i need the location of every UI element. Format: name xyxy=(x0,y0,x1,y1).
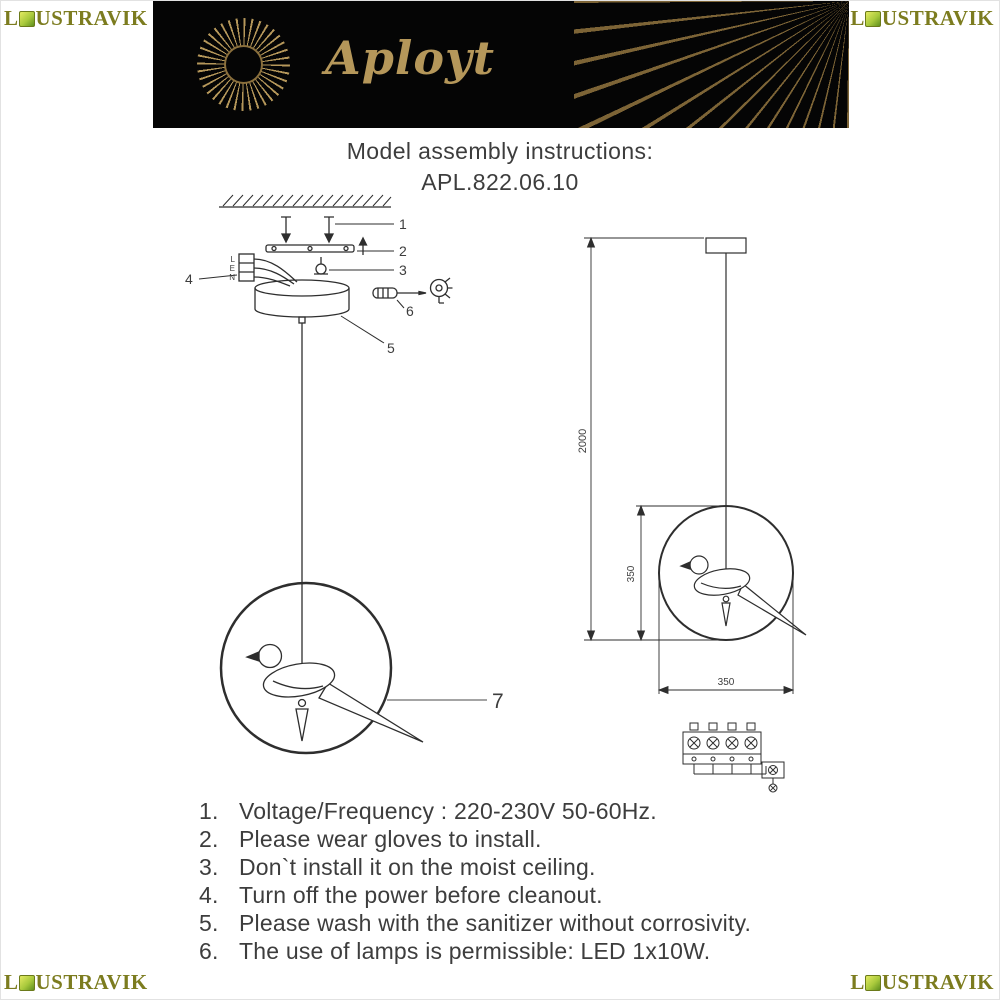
leaf-logo-icon xyxy=(864,974,881,991)
brand-name: Aployt xyxy=(325,31,495,85)
watermark-text: L xyxy=(4,6,19,30)
instruction-item: 5. Please wash with the sanitizer withou… xyxy=(199,909,899,937)
instruction-number: 6. xyxy=(199,938,219,964)
instruction-text: Turn off the power before cleanout. xyxy=(239,882,603,908)
leaf-logo-icon xyxy=(18,974,35,991)
part-number-7: 7 xyxy=(492,690,504,713)
part-number-5: 5 xyxy=(387,340,395,356)
instruction-item: 3. Don`t install it on the moist ceiling… xyxy=(199,853,899,881)
watermark-top-right: L USTRAVIK xyxy=(850,6,994,31)
watermark-text: USTRAVIK xyxy=(881,6,994,30)
wiring-diagram xyxy=(682,722,785,793)
dim-label-350-height: 350 xyxy=(626,565,637,582)
page-title: Model assembly instructions: APL.822.06.… xyxy=(1,138,999,196)
instruction-text: Please wash with the sanitizer without c… xyxy=(239,910,752,936)
leaf-logo-icon xyxy=(18,10,35,27)
instruction-item: 4. Turn off the power before cleanout. xyxy=(199,881,899,909)
instruction-text: Voltage/Frequency : 220-230V 50-60Hz. xyxy=(239,798,657,824)
hook-loop xyxy=(314,257,394,275)
wire-label-e: E xyxy=(230,264,235,273)
instruction-number: 1. xyxy=(199,798,219,824)
sunburst-core xyxy=(224,45,263,84)
watermark-text: USTRAVIK xyxy=(35,970,148,994)
dim-label-350-width: 350 xyxy=(718,677,735,688)
instruction-number: 4. xyxy=(199,882,219,908)
instruction-number: 5. xyxy=(199,910,219,936)
key-tool-icon xyxy=(396,277,453,309)
assembly-diagram: 1 2 3 4 5 6 7 L E N xyxy=(185,194,504,755)
ring-bird-lamp xyxy=(219,581,487,755)
pendant-outline xyxy=(658,237,807,641)
dimension-350-width xyxy=(657,578,795,695)
ceiling-hatch xyxy=(219,194,392,208)
watermark-top-left: L USTRAVIK xyxy=(4,6,148,31)
instruction-text: The use of lamps is permissible: LED 1x1… xyxy=(239,938,711,964)
screwdriver-icon xyxy=(372,287,427,299)
watermark-text: USTRAVIK xyxy=(881,970,994,994)
instructions-list: 1. Voltage/Frequency : 220-230V 50-60Hz.… xyxy=(199,797,899,965)
part-number-3: 3 xyxy=(399,262,407,278)
dimension-2000 xyxy=(584,236,726,642)
model-number: APL.822.06.10 xyxy=(421,169,579,195)
watermark-bottom-right: L USTRAVIK xyxy=(850,970,994,995)
dimension-diagram: 2000 350 350 xyxy=(577,236,807,793)
mounting-bracket xyxy=(265,236,394,255)
anchor-screws xyxy=(280,216,394,244)
watermark-text: L xyxy=(850,970,865,994)
part-number-4: 4 xyxy=(185,271,193,287)
instruction-text: Please wear gloves to install. xyxy=(239,826,542,852)
watermark-text: L xyxy=(4,970,19,994)
instruction-number: 3. xyxy=(199,854,219,880)
watermark-bottom-left: L USTRAVIK xyxy=(4,970,148,995)
canopy xyxy=(254,279,385,344)
leaf-logo-icon xyxy=(864,10,881,27)
corner-rays-icon xyxy=(574,1,849,128)
title-line1: Model assembly instructions: xyxy=(346,138,654,164)
watermark-text: L xyxy=(850,6,865,30)
part-number-2: 2 xyxy=(399,243,407,259)
instruction-text: Don`t install it on the moist ceiling. xyxy=(239,854,596,880)
part-number-6: 6 xyxy=(406,303,414,319)
part-number-1: 1 xyxy=(399,216,407,232)
instruction-item: 2. Please wear gloves to install. xyxy=(199,825,899,853)
dimension-350-height xyxy=(636,504,726,642)
instruction-item: 6. The use of lamps is permissible: LED … xyxy=(199,937,899,965)
sunburst-logo-icon xyxy=(197,18,290,111)
watermark-text: USTRAVIK xyxy=(35,6,148,30)
instruction-item: 1. Voltage/Frequency : 220-230V 50-60Hz. xyxy=(199,797,899,825)
dim-label-2000: 2000 xyxy=(577,429,589,453)
wire-label-l: L xyxy=(231,255,236,264)
brand-header-band: Aployt xyxy=(153,1,849,128)
wire-label-n: N xyxy=(229,273,235,282)
instruction-number: 2. xyxy=(199,826,219,852)
